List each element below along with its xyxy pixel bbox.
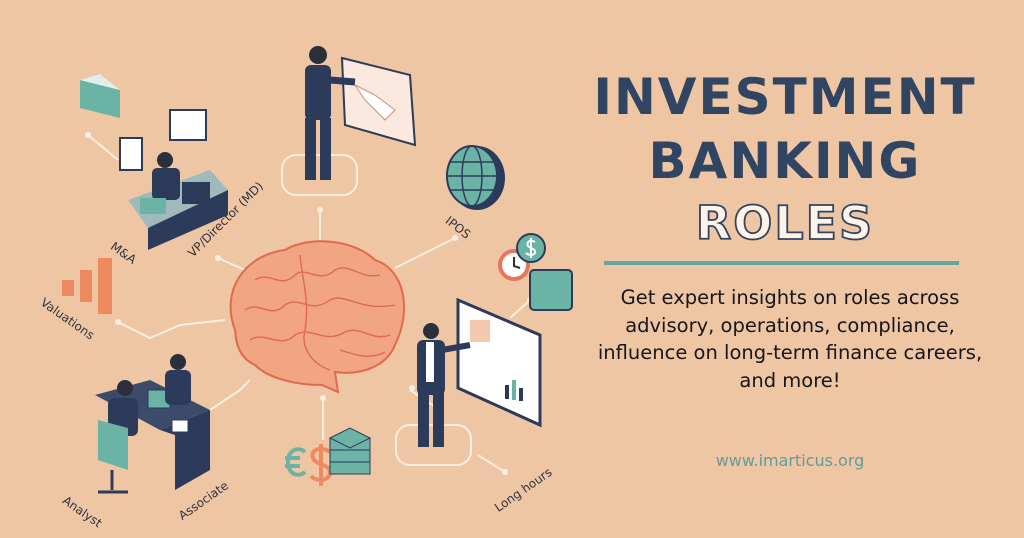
analyst-associate-desk-illustration	[95, 354, 210, 494]
divider	[604, 261, 959, 265]
headline-line2: BANKING	[648, 132, 922, 190]
connector-lines	[87, 134, 531, 473]
website-link[interactable]: www.imarticus.org	[715, 451, 865, 470]
platform-ring	[281, 154, 358, 196]
handshake-man-illustration	[305, 46, 417, 180]
ma-desk-illustration	[80, 74, 228, 250]
presenter-illustration	[417, 297, 542, 447]
description: Get expert insights on roles across advi…	[597, 286, 983, 392]
headline-line1: INVESTMENT	[593, 68, 977, 126]
brain-icon	[229, 240, 406, 394]
bar-chart-icon	[62, 258, 112, 314]
globe-icon	[446, 145, 505, 210]
clock-dollar-briefcase-icon	[498, 233, 573, 311]
money-stack-icon	[285, 427, 372, 486]
headline-line3: ROLES	[695, 195, 875, 251]
mind-map-illustration	[62, 46, 573, 494]
